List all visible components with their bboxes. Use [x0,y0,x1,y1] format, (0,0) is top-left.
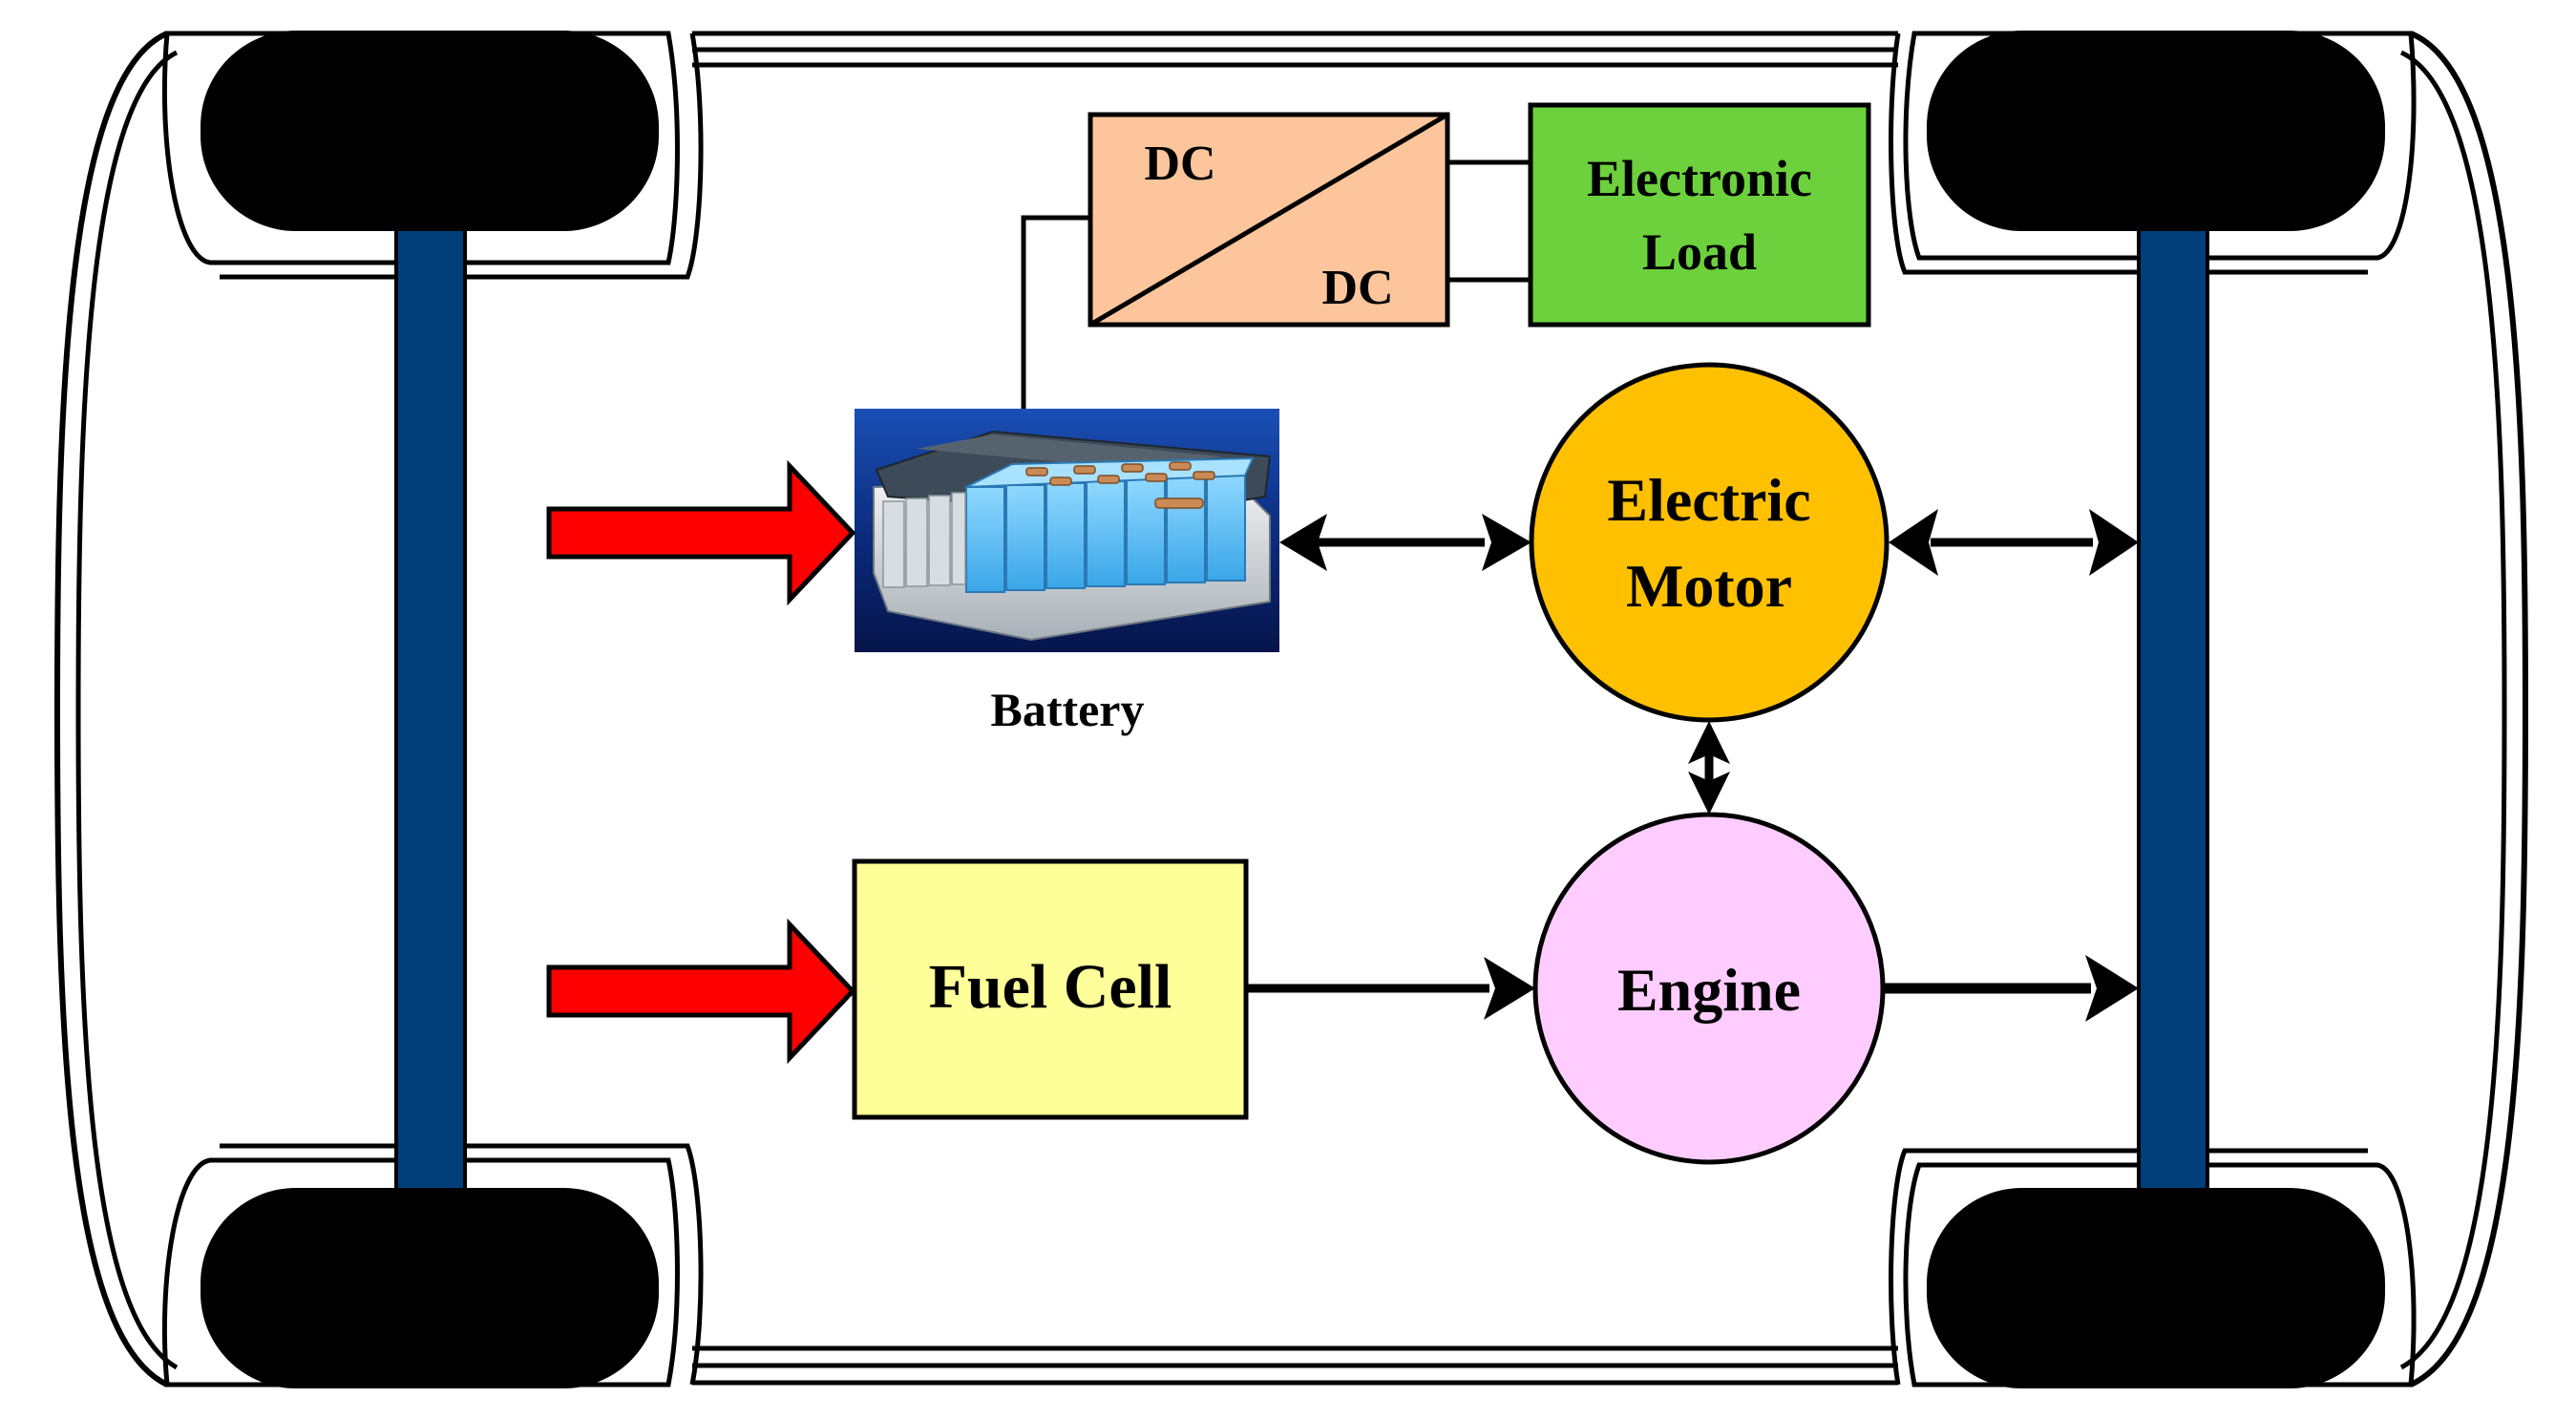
right-axle [2137,218,2209,1205]
dcdc-top-label: DC [1144,137,1215,191]
front-left-wheel [201,31,659,231]
motor-label-line1: Electric [1607,466,1810,534]
engine-label: Engine [1617,956,1801,1024]
fuel-cell-label: Fuel Cell [929,952,1172,1022]
load-box [1528,102,1871,328]
right-body-curve [2409,31,2529,1387]
front-left-fender-inner [220,32,704,280]
top-rail-inner [692,47,1898,68]
motor-engine-double-arrow [1688,721,1730,815]
electric-motor: Electric Motor [1529,362,1890,723]
battery-image [855,409,1279,652]
battery-dcdc-wire [1021,215,1090,409]
engine: Engine [1532,812,1886,1165]
rear-right-fender-inner [1889,1148,2368,1386]
rear-left-fender-inner [220,1143,704,1386]
engine-axle-arrow [1883,955,2139,1022]
electrical-connections [1021,159,1531,409]
load-label-line1: Electronic [1587,150,1812,207]
electronic-load: Electronic Load [1528,102,1871,328]
battery-motor-double-arrow [1279,514,1531,571]
battery-label: Battery [990,683,1144,736]
fuelcell-engine-arrow [1246,957,1535,1020]
front-right-wheel [1927,31,2385,231]
battery-side-modules [882,492,966,588]
battery-input-arrow [546,459,856,606]
flow-arrows [1246,509,2139,1022]
left-body-curve-inner [75,50,179,1370]
motor-axle-double-arrow [1889,509,2139,576]
fuelcell-input-arrow [546,918,856,1065]
right-body-curve-inner [2399,50,2507,1370]
dcdc-diagonal [1088,112,1449,328]
fuel-cell: Fuel Cell [852,858,1249,1120]
rear-right-wheel [1927,1188,2385,1388]
left-axle [394,218,467,1205]
battery-terminals [1025,461,1215,509]
dcdc-bottom-label: DC [1321,261,1393,315]
input-arrows [546,459,856,1065]
load-label-line2: Load [1642,223,1757,281]
fuel-cell-box [852,858,1249,1120]
rear-left-wheel [201,1188,659,1388]
battery-cells [965,456,1255,593]
left-body-curve [53,31,169,1387]
motor-circle [1529,362,1890,723]
motor-label-line2: Motor [1626,552,1792,620]
front-right-fender-inner [1889,32,2368,275]
dcdc-converter: DC DC [1087,112,1450,328]
bottom-rail [692,1345,1898,1386]
